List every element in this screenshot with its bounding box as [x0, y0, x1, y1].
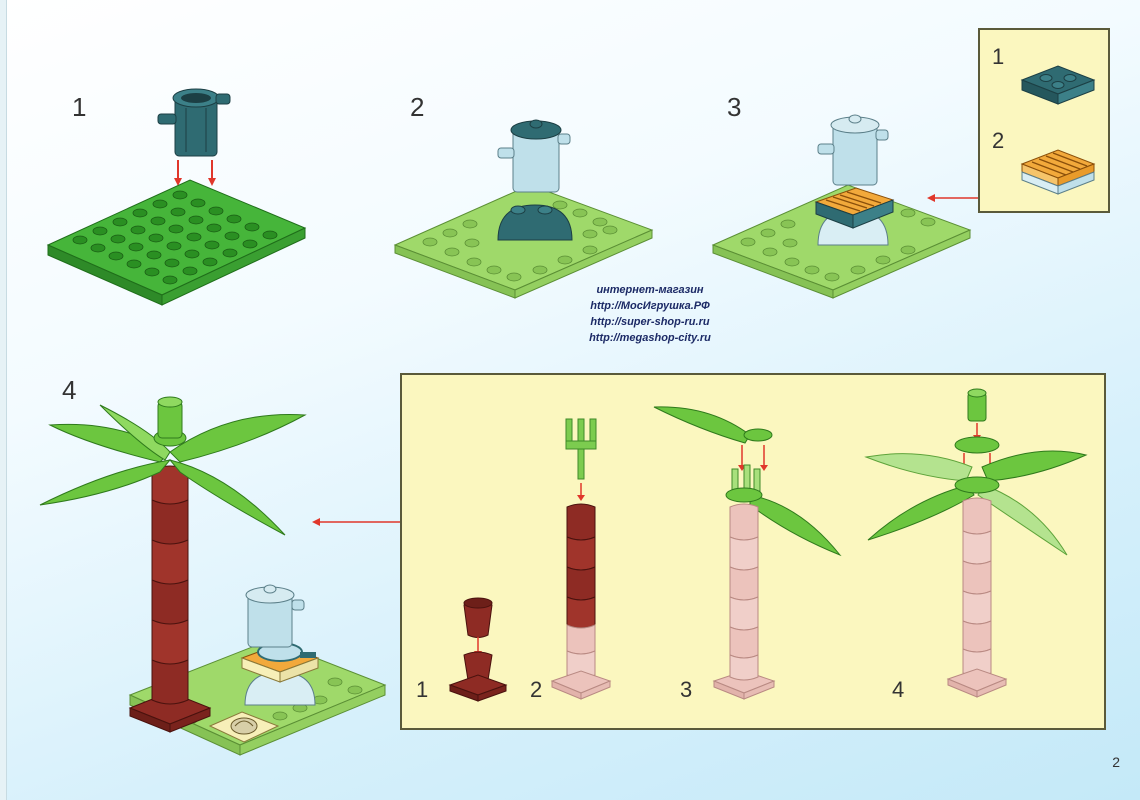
palm-substep4-illustration: [864, 388, 1088, 698]
assembly-arrows: [174, 160, 216, 186]
palm-substep1-illustration: [448, 597, 508, 702]
grille-tile-inset-piece: [1020, 149, 1096, 195]
watermark-line-2: http://МосИгрушка.РФ: [590, 300, 710, 312]
trash-bin-piece: [157, 88, 231, 157]
grill-station: [240, 584, 320, 706]
page-number: 2: [1112, 754, 1120, 770]
shop-watermark: интернет-магазин http://МосИгрушка.РФ ht…: [560, 282, 740, 346]
palm-substep2-illustration: [550, 418, 612, 700]
watermark-line-4: http://megashop-city.ru: [589, 332, 711, 344]
step3-illustration: [711, 114, 972, 299]
palm-substep-3: 3: [680, 677, 693, 702]
watermark-line-3: http://super-shop-ru.ru: [590, 316, 710, 328]
palm-substep-1: 1: [416, 677, 429, 702]
arrow-to-step4: [312, 518, 400, 526]
watermark-line-1: интернет-магазин: [596, 284, 704, 296]
inset-step-2: 2: [992, 128, 1005, 153]
inset-panel-grille: 1 2: [978, 28, 1110, 213]
palm-substep-4: 4: [892, 677, 905, 702]
baseplate-dark-green: [46, 179, 307, 306]
step2-illustration: [393, 119, 654, 299]
grille-tile-piece: [814, 187, 895, 229]
palm-substep3-illustration: [653, 406, 842, 700]
palm-trunk: [128, 465, 212, 733]
step1-illustration: [46, 88, 307, 306]
plate-2x2-piece: [1020, 65, 1096, 105]
step-number-3: 3: [727, 92, 742, 122]
palm-substep-2: 2: [530, 677, 543, 702]
palm-leaves: [39, 396, 307, 536]
page-edge: [0, 0, 7, 800]
inset-panel-palm: 1 2 3 4: [400, 373, 1106, 730]
arrow-to-step3: [927, 194, 979, 202]
curved-slope-piece: [497, 204, 573, 241]
flat-tile-tan: [208, 711, 280, 743]
step-number-4: 4: [62, 375, 77, 405]
step-number-2: 2: [410, 92, 425, 122]
step4-illustration: [39, 396, 387, 756]
trash-bin-light: [817, 114, 889, 186]
inset-step-1: 1: [992, 44, 1005, 69]
trash-bin-light: [497, 119, 571, 193]
step-number-1: 1: [72, 92, 87, 122]
